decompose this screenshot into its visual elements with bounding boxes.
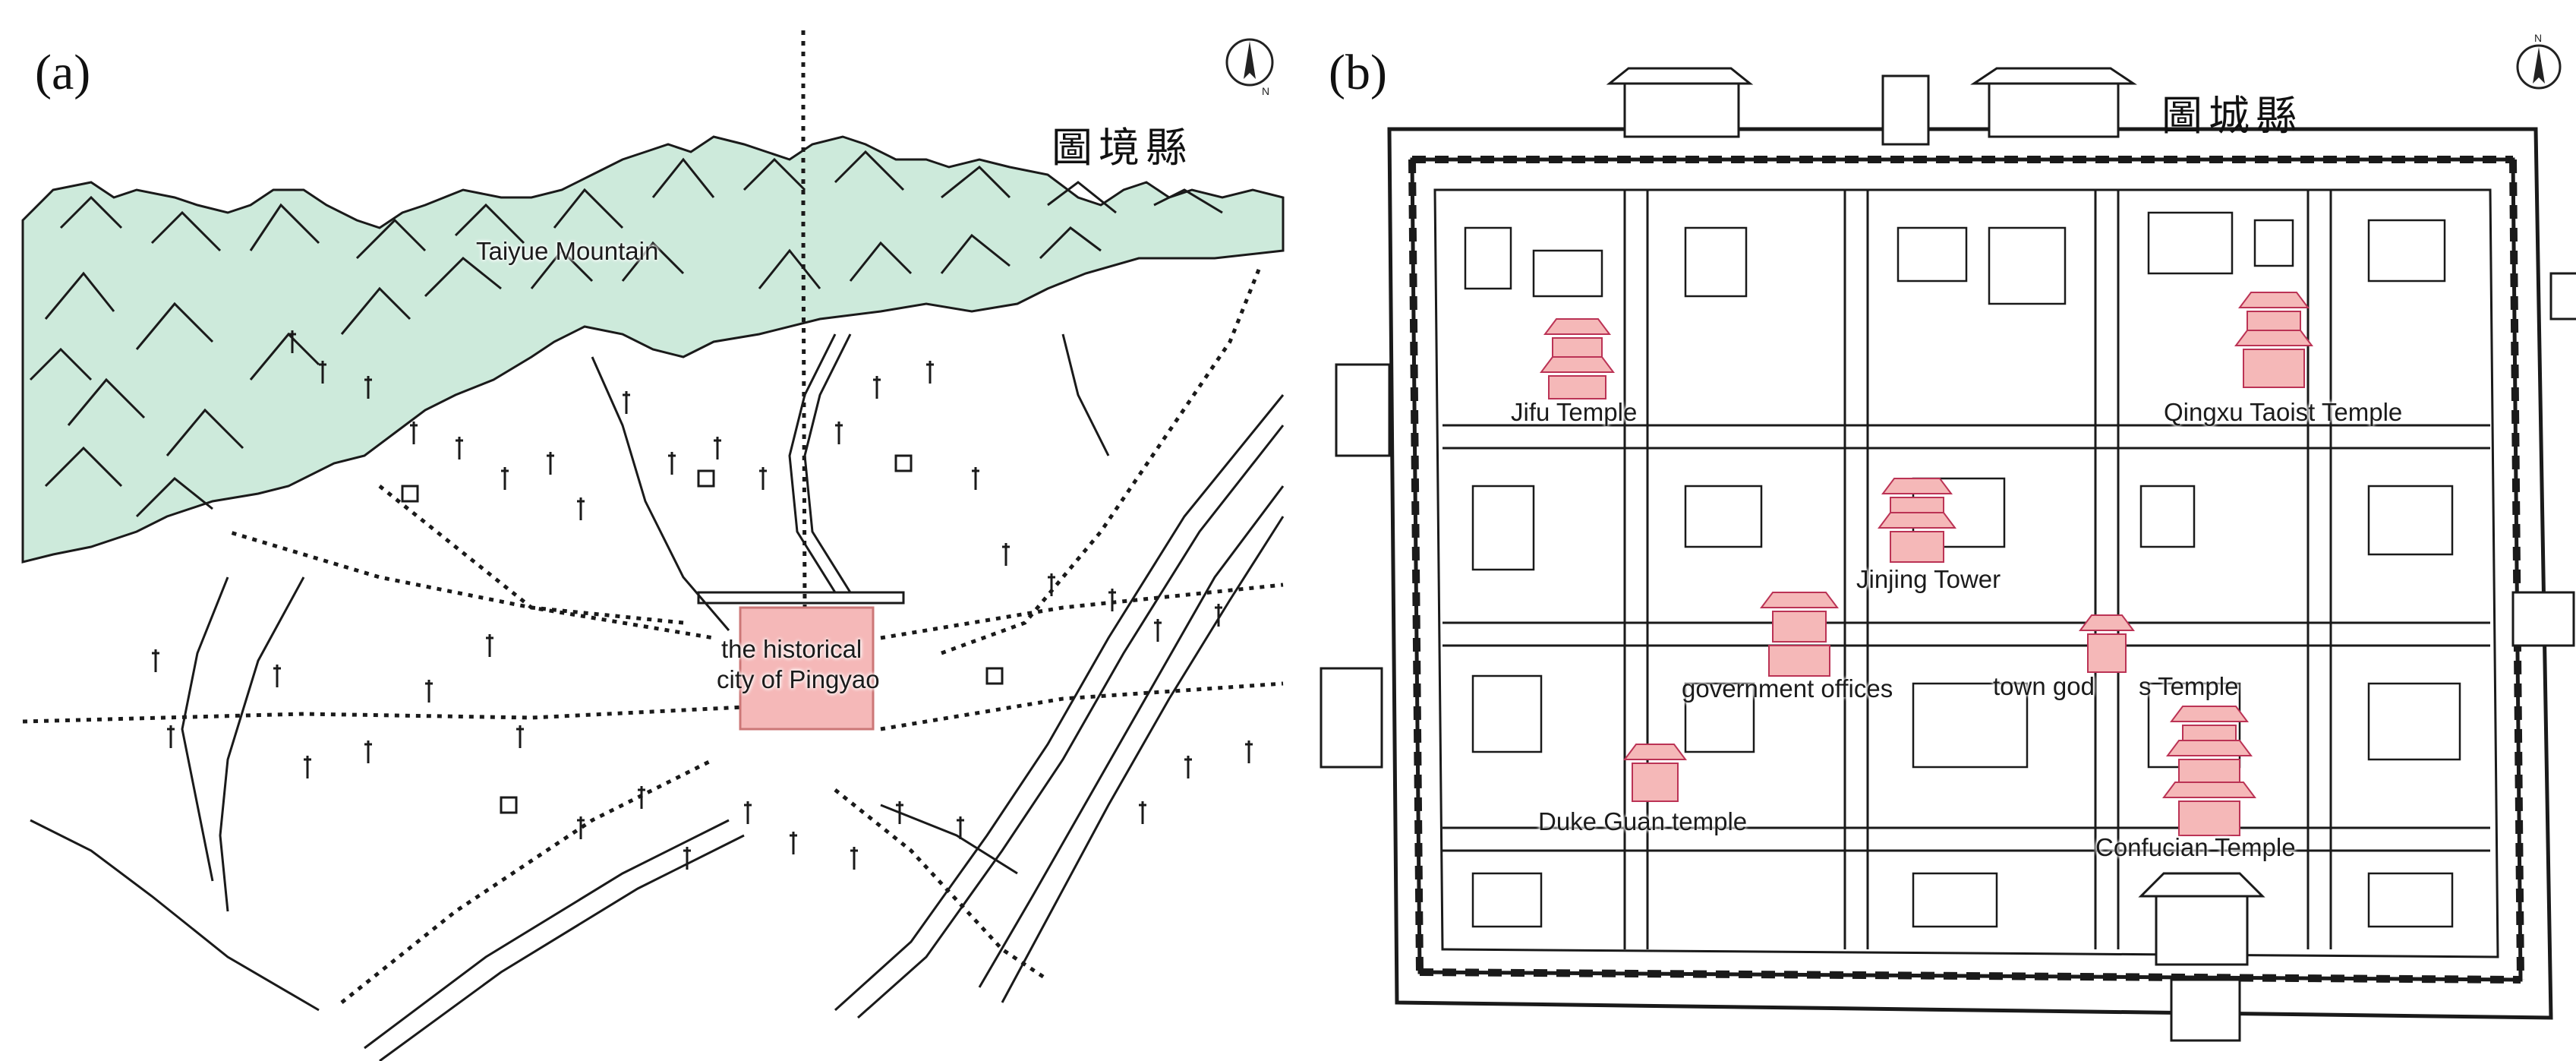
taiyue-mountain-label: Taiyue Mountain	[476, 237, 659, 265]
jinjing-tower-label: Jinjing Tower	[1856, 565, 2001, 593]
north-letter: N	[2534, 32, 2543, 44]
north-letter: N	[1262, 85, 1270, 97]
panel-b-city-map: (b) 圖城縣 Jifu Temple Qingxu Taoist Temple…	[1291, 0, 2576, 1061]
city-map-drawing	[1320, 67, 2576, 1042]
county-map-drawing	[21, 30, 1285, 1061]
panel-a-county-map: (a) 圖境縣 Taiyue Mountain the historical c…	[21, 30, 1285, 1061]
confucian-temple-label: Confucian Temple	[2095, 833, 2296, 861]
city-wall	[1387, 127, 2553, 1020]
gate-towers	[1320, 67, 2576, 1042]
government-offices-building	[1760, 592, 1839, 677]
confucian-temple-building	[2162, 706, 2256, 836]
duke-guan-temple-building	[1623, 744, 1687, 802]
qingxu-taoist-temple-label: Qingxu Taoist Temple	[2164, 398, 2403, 426]
jifu-temple-building	[1540, 318, 1615, 399]
temple-label-fragment: s Temple	[2139, 672, 2239, 700]
panel-label-a: (a)	[35, 45, 91, 100]
map-title-a: 圖境縣	[1052, 124, 1193, 172]
jinjing-tower-building	[1878, 478, 1956, 563]
map-title-b: 圖城縣	[2161, 92, 2303, 140]
town-god-label: town god	[1993, 672, 2095, 700]
qingxu-temple-building	[2234, 292, 2313, 388]
historical-city-label-line1: the historical	[721, 635, 862, 663]
government-offices-label: government offices	[1682, 674, 1893, 703]
village-marks	[152, 330, 1253, 870]
duke-guan-temple-label: Duke Guan temple	[1538, 807, 1748, 835]
mountain-range	[21, 135, 1285, 564]
north-arrow-icon: N	[2513, 32, 2565, 99]
highlighted-temples	[1540, 292, 2313, 836]
historical-city-label-line2: city of Pingyao	[717, 665, 880, 693]
roads	[22, 30, 1284, 1004]
panel-label-b: (b)	[1329, 45, 1387, 100]
jifu-temple-label: Jifu Temple	[1511, 398, 1638, 426]
streets	[1442, 190, 2490, 949]
town-god-temple-building	[2079, 614, 2135, 673]
north-arrow-icon: N	[1224, 36, 1275, 99]
historical-city-walls	[697, 591, 905, 731]
